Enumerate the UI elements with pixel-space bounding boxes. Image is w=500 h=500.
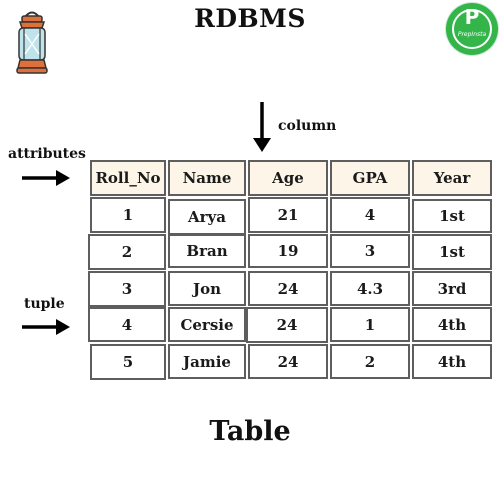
logo-letter: P — [464, 5, 480, 29]
header-age: Age — [248, 160, 328, 196]
table-cell: 24 — [248, 344, 328, 379]
table-cell: 4th — [412, 307, 492, 342]
table-cell: 3 — [330, 234, 410, 268]
table-cell: 5 — [90, 344, 166, 380]
header-roll-no: Roll_No — [90, 160, 166, 196]
brand-logo: P PrepInsta — [446, 3, 498, 55]
table-cell: Jon — [168, 271, 246, 306]
tuple-label: tuple — [24, 296, 65, 312]
table-cell: 21 — [248, 197, 328, 233]
header-year: Year — [412, 160, 492, 196]
lantern-icon — [16, 11, 48, 74]
table-cell: 19 — [248, 234, 328, 268]
table-cell: 4.3 — [330, 271, 410, 306]
tuple-arrow-icon — [22, 319, 70, 335]
table-cell: 1 — [330, 307, 410, 342]
attributes-arrow-icon — [22, 170, 70, 186]
column-label: column — [278, 118, 337, 134]
table-cell: 2 — [330, 344, 410, 379]
table-cell: 4 — [330, 197, 410, 233]
table-cell: Bran — [168, 234, 246, 268]
table-cell: Jamie — [168, 344, 246, 379]
table-cell: 2 — [88, 234, 166, 270]
attributes-label: attributes — [8, 146, 86, 162]
table-cell: 4 — [88, 307, 166, 342]
table-cell: 3 — [88, 271, 166, 307]
page-title: RDBMS — [194, 4, 306, 33]
header-gpa: GPA — [330, 160, 410, 196]
table-caption: Table — [209, 416, 291, 447]
table-cell: 24 — [248, 271, 328, 306]
table-cell: 1st — [412, 199, 492, 233]
table-cell: 4th — [412, 344, 492, 379]
table-cell: 24 — [246, 307, 328, 343]
table-cell: Cersie — [168, 307, 246, 342]
logo-text: PrepInsta — [457, 31, 487, 38]
logo-ring — [452, 9, 492, 49]
table-cell: 3rd — [412, 271, 492, 306]
column-arrow-icon — [253, 102, 271, 152]
header-name: Name — [168, 160, 246, 196]
table-cell: Arya — [168, 199, 246, 235]
table-cell: 1st — [412, 234, 492, 270]
table-cell: 1 — [90, 197, 166, 233]
